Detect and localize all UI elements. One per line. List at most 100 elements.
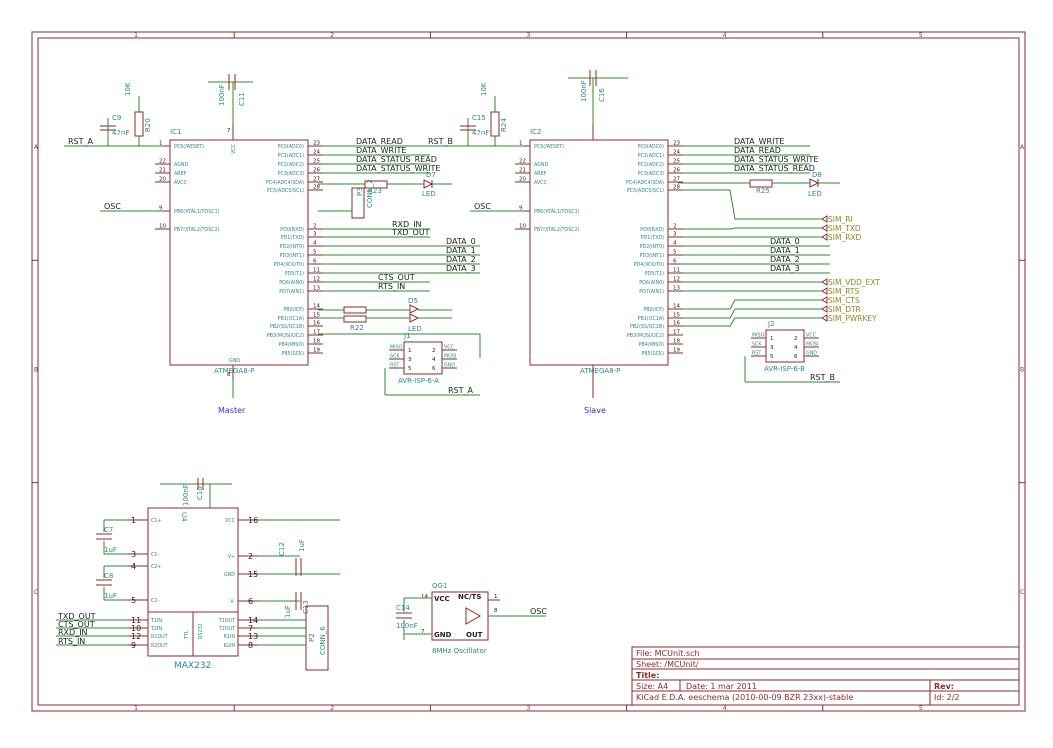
pin-name: PB1(OC1A) — [278, 316, 305, 322]
pin-name: PC1(ADC1) — [638, 153, 665, 159]
pin-number: 4 — [131, 562, 136, 571]
qg1-pin8: 8 — [494, 608, 498, 614]
qg1-pin14: 14 — [421, 594, 428, 600]
r25-ref: R25 — [756, 187, 770, 195]
pin-number: 2 — [673, 224, 677, 230]
pin-name: PD3(INT1) — [280, 253, 304, 259]
qg1-out-pin: OUT — [466, 631, 483, 639]
tb-rev: Rev: — [934, 682, 954, 691]
ic1-vcc-pin: VCC — [231, 143, 237, 154]
pin-number: 5 — [131, 596, 136, 605]
pin-name: PC6(/RESET) — [174, 144, 204, 150]
pin-number: 17 — [313, 330, 320, 336]
slave-block: IC2 ATMEGA8-P Slave 1PC6(/RESET)22AGND21… — [424, 70, 880, 415]
net-label: DATA_1 — [770, 246, 800, 255]
grid-col-bottom: 1 — [134, 705, 138, 712]
net-label: DATA_STATUS_WRITE — [734, 155, 818, 164]
pin-number: 2 — [248, 552, 253, 561]
pin-name: PB1(OC1A) — [638, 316, 665, 322]
grid-row-right: B — [1020, 367, 1024, 374]
pin-number: 12 — [313, 277, 320, 283]
sim-flag-label: SIM_PWRKEY — [828, 314, 877, 323]
c13-value: 1uF — [284, 605, 292, 618]
pin-number: 13 — [673, 286, 680, 292]
isp-pin-left: SCK — [390, 354, 400, 360]
r22-ref: R22 — [350, 324, 364, 332]
grid-row-right: C — [1020, 589, 1024, 596]
pin-number: 18 — [313, 339, 320, 345]
pin-number: 9 — [519, 206, 523, 212]
r24-value: 10K — [480, 82, 488, 96]
u4-value: MAX232 — [174, 661, 211, 671]
pin-name: PD1(TXD) — [641, 235, 664, 241]
sim-flag-label: SIM_TXD — [828, 224, 861, 233]
pin-name: PB0(ICP) — [283, 307, 304, 313]
qg1-ref: QG1 — [432, 582, 447, 590]
pin-name: PC5(ADC5/SCL) — [627, 188, 664, 194]
net-label: CTS_OUT — [378, 273, 415, 282]
c7-ref: C7 — [104, 526, 113, 534]
pin-name: PB2(SS/OC1B) — [270, 324, 304, 330]
pin-name: PD5(T1) — [285, 271, 304, 277]
oscillator-block: QG1 8MHz Oscillator VCC NC/TS GND OUT 14… — [396, 582, 547, 655]
grid-col-top: 2 — [330, 32, 334, 39]
pin-number: 15 — [673, 313, 680, 319]
isp-pin-num: 5 — [408, 366, 412, 372]
isp-pin-left: SCK — [752, 342, 762, 348]
ic2-left-pins: 1PC6(/RESET)22AGND21AREF20AVCC9PB6(XTAL1… — [515, 141, 580, 233]
pin-name: PB7(XTAL2/TOSC2) — [534, 227, 580, 233]
pin-name: PD6(AIN0) — [639, 280, 664, 286]
isp-pin-num: 4 — [432, 357, 436, 363]
isp-pin-right: GND — [806, 351, 817, 357]
ic1-right-pins: 23PC0(ADC0)24PC1(ADC1)25PC2(ADC2)26PC3(A… — [266, 137, 480, 357]
pin-name: PC0(ADC0) — [638, 144, 665, 150]
net-label: RXD_IN — [392, 220, 422, 229]
qg1-pin1: 1 — [494, 594, 498, 600]
pin-number: 13 — [313, 286, 320, 292]
pin-name: R1OUT — [151, 634, 168, 640]
pin-number: 15 — [313, 313, 320, 319]
pin-number: 1 — [159, 141, 163, 147]
pin-number: 26 — [313, 168, 320, 174]
isp-pin-left: MISO — [390, 345, 403, 351]
pin-number: 4 — [313, 241, 317, 247]
slave-rst-net: RST_B — [428, 137, 453, 146]
isp-pin-num: 6 — [794, 354, 798, 360]
ic1-left-pins: 1PC6(/RESET)22AGND21AREF20AVCC9PB6(XTAL1… — [155, 141, 220, 233]
pin-number: 16 — [313, 321, 320, 327]
pin-name: T2OUT — [218, 626, 235, 632]
net-label: DATA_STATUS_READ — [734, 164, 815, 173]
slave-osc-net: OSC — [474, 202, 491, 211]
isp-pin-right: MOSI — [806, 342, 818, 348]
pin-name: PC5(ADC5/SCL) — [267, 188, 304, 194]
pin-name: PD4(XCK/T0) — [634, 262, 665, 268]
ic1-gnd-pin: GND — [229, 358, 240, 364]
pin-number: 6 — [673, 259, 677, 265]
p2-body — [305, 605, 329, 671]
pin-number: 21 — [519, 168, 526, 174]
pin-number: 24 — [313, 150, 320, 156]
net-label: TXD_OUT — [391, 228, 430, 237]
pin-number: 3 — [131, 550, 136, 559]
pin-name: R2IN — [224, 643, 236, 649]
sim-flag-label: SIM_DTR — [828, 305, 861, 314]
pin-number: 25 — [673, 159, 680, 165]
pin-name: VCC — [225, 518, 236, 524]
sim-flag-label: SIM_RXD — [828, 233, 862, 242]
grid-col-bottom: 2 — [330, 705, 334, 712]
pin-number: 6 — [248, 597, 253, 606]
pin-number: 7 — [248, 624, 253, 633]
net-label: RXD_IN — [58, 628, 88, 637]
d8-value: LED — [808, 190, 822, 198]
pin-name: T2IN — [150, 626, 162, 632]
pin-name: PB3(MOSI/OC2) — [627, 333, 664, 339]
pin-number: 16 — [248, 516, 258, 525]
inner-frame — [37, 37, 1020, 706]
master-osc-net: OSC — [104, 202, 121, 211]
isp-pin-num: 1 — [770, 336, 774, 342]
c16-ref: C16 — [598, 88, 606, 102]
j1-ref: J1 — [403, 332, 411, 340]
isp-pin-right: VCC — [806, 333, 817, 339]
